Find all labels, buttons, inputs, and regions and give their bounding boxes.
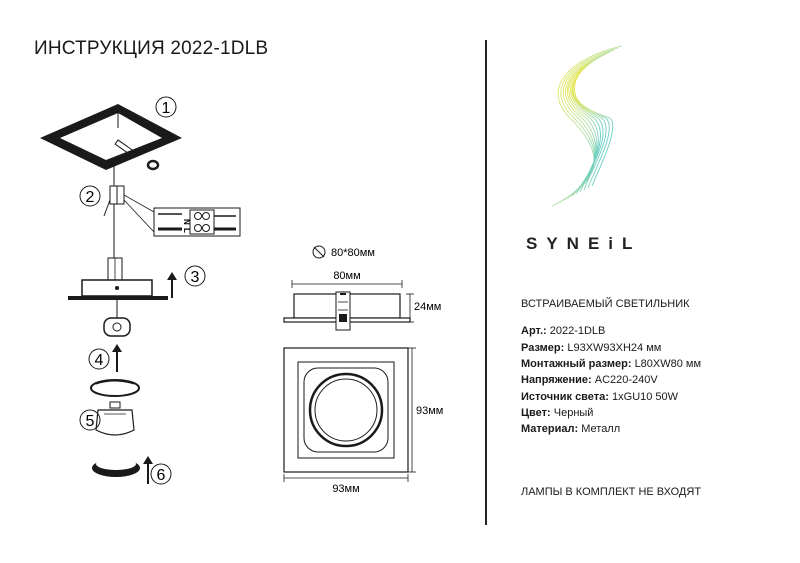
vertical-divider	[485, 40, 487, 525]
arrow-icon	[167, 272, 177, 298]
spec-row: Материал: Металл	[521, 422, 620, 436]
step-number: 3	[191, 269, 200, 286]
spec-value: Черный	[553, 407, 594, 419]
step-number: 2	[86, 189, 95, 206]
wire-label-l: L	[182, 228, 191, 233]
spec-label: Напряжение:	[521, 374, 592, 386]
trim-ring-illustration	[92, 458, 140, 477]
spec-row: Источник света: 1xGU10 50W	[521, 390, 678, 404]
step-circle	[79, 409, 101, 431]
side-width-label: 80мм	[333, 270, 360, 282]
cutout-icon	[312, 245, 326, 259]
spec-label: Материал:	[521, 423, 579, 435]
installation-diagram: 1 2 3 4 5 6 N L	[40, 96, 241, 485]
spec-row: Арт.: 2022-1DLB	[521, 324, 605, 338]
document-title: ИНСТРУКЦИЯ 2022-1DLB	[34, 38, 269, 59]
ceiling-cutout-illustration	[40, 104, 182, 171]
luminaire-side-illustration	[68, 257, 168, 337]
spec-value: L93XW93XH24 мм	[567, 342, 662, 354]
step-number: 1	[162, 100, 171, 117]
footnote: ЛАМПЫ В КОМПЛЕКТ НЕ ВХОДЯТ	[521, 486, 702, 498]
spec-value: L80XW80 мм	[634, 358, 702, 370]
spec-row: Напряжение: AC220-240V	[521, 373, 658, 387]
spec-value: 1xGU10 50W	[612, 391, 679, 403]
dimension-drawing: 80*80мм 80мм 24мм 93мм 93мм	[283, 245, 443, 495]
step-number: 6	[157, 467, 166, 484]
spec-label: Арт.:	[521, 325, 547, 337]
step-circle	[184, 265, 206, 287]
top-width-label: 93мм	[332, 483, 359, 495]
terminal-block-illustration	[103, 166, 241, 262]
step-number: 4	[95, 352, 104, 369]
arrow-icon	[143, 456, 153, 484]
wire-label-n: N	[182, 219, 191, 225]
spec-row: Монтажный размер: L80XW80 мм	[521, 357, 701, 371]
product-title: ВСТРАИВАЕМЫЙ СВЕТИЛЬНИК	[521, 298, 690, 310]
step-circle	[150, 463, 172, 485]
side-height-label: 24мм	[414, 301, 441, 313]
brand-logo-icon	[551, 45, 623, 207]
brand-name: SYNEiL	[526, 234, 642, 253]
spec-row: Цвет: Черный	[521, 406, 593, 420]
step-number: 5	[86, 413, 95, 430]
step-circle	[155, 96, 177, 118]
step-circle	[79, 185, 101, 207]
spec-value: Металл	[581, 423, 621, 435]
spec-row: Размер: L93XW93XH24 мм	[521, 341, 661, 355]
spec-label: Источник света:	[521, 391, 609, 403]
arrow-icon	[112, 344, 122, 372]
cutout-size-label: 80*80мм	[331, 247, 375, 259]
lamp-illustration	[90, 379, 140, 436]
step-circle	[88, 348, 110, 370]
spec-label: Цвет:	[521, 407, 551, 419]
top-height-label: 93мм	[416, 405, 443, 417]
spec-value: AC220-240V	[594, 374, 658, 386]
spec-value: 2022-1DLB	[549, 325, 606, 337]
spec-label: Монтажный размер:	[521, 358, 632, 370]
spec-label: Размер:	[521, 342, 565, 354]
